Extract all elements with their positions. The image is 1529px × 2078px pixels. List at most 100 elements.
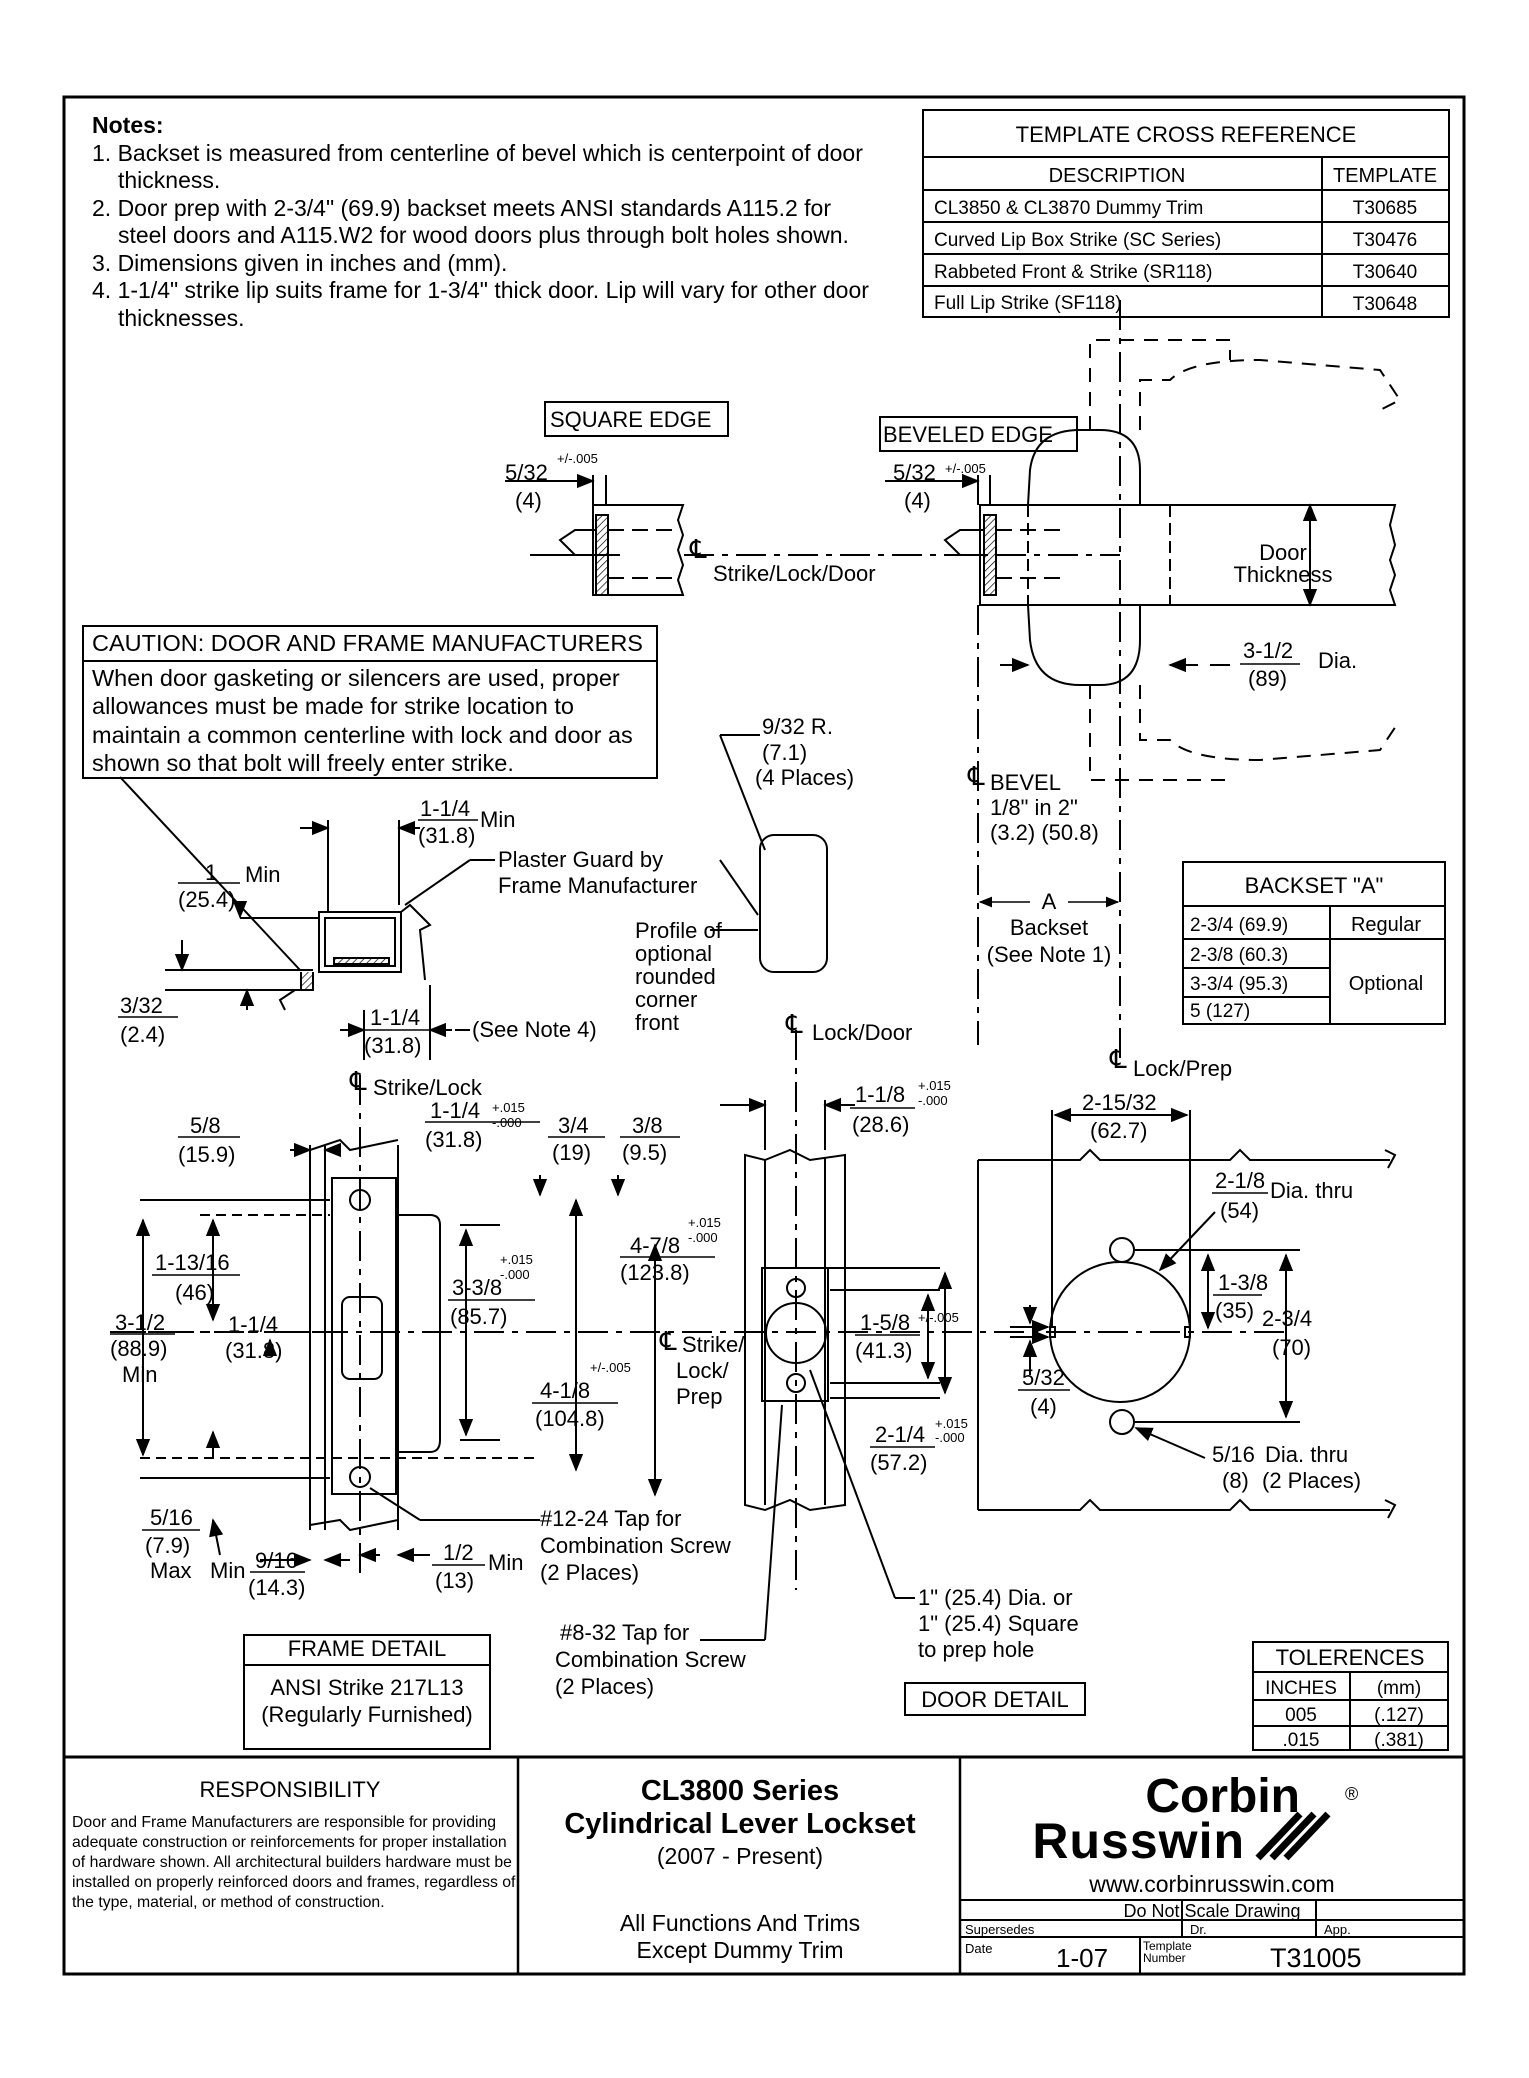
caution-box: CAUTION: DOOR AND FRAME MANUFACTURERS Wh… bbox=[82, 625, 658, 779]
backset-optional: Optional bbox=[1349, 973, 1424, 995]
fd-11316-mm: (46) bbox=[175, 1280, 214, 1305]
frame-detail-box bbox=[243, 1634, 491, 1750]
pd-516-mm: (8) bbox=[1222, 1468, 1249, 1493]
fd-418: 4-1/8 bbox=[540, 1378, 590, 1403]
title-grid bbox=[960, 1899, 1464, 1974]
sq-mm: (4) bbox=[515, 488, 542, 513]
no-scale: Do Not Scale Drawing bbox=[1123, 1901, 1300, 1921]
fd-114: 1-1/4 bbox=[420, 796, 470, 821]
tol-plus: +.015 bbox=[918, 1078, 951, 1093]
sheet-border bbox=[62, 95, 1466, 1976]
r932: 9/32 R. bbox=[762, 714, 833, 739]
note-3: 3. Dimensions given in inches and (mm). bbox=[92, 249, 508, 276]
fd-1-mm: (25.4) bbox=[178, 887, 235, 912]
fd-34: 3/4 bbox=[558, 1113, 589, 1138]
frame-detail-title: FRAME DETAIL bbox=[288, 1636, 447, 1661]
door-detail-box bbox=[904, 1682, 1086, 1716]
tol-plusminus: +/-.005 bbox=[590, 1360, 631, 1375]
fd-114b-mm: (31.8) bbox=[425, 1127, 482, 1152]
door-prep-face bbox=[977, 1107, 1397, 1519]
xref-row-desc: Rabbeted Front & Strike (SR118) bbox=[934, 262, 1212, 283]
r932-mm: (7.1) bbox=[762, 740, 807, 765]
tol-plus: +.015 bbox=[688, 1215, 721, 1230]
dd-158-mm: (41.3) bbox=[855, 1338, 912, 1363]
dd-214: 2-1/4 bbox=[875, 1422, 925, 1447]
bevel-ratio: 1/8" in 2" bbox=[990, 795, 1078, 820]
backset-row: 3-3/4 (95.3) bbox=[1190, 974, 1288, 995]
title-except: Except Dummy Trim bbox=[636, 1937, 844, 1963]
pd-138: 1-3/8 bbox=[1218, 1270, 1268, 1295]
prep-hole-1: 1" (25.4) Dia. or bbox=[918, 1585, 1073, 1610]
fd-lip-mm: (31.8) bbox=[364, 1033, 421, 1058]
cl-symbol-icon: ℄ bbox=[967, 761, 985, 791]
fd-12-min: Min bbox=[488, 1550, 523, 1575]
fd-516-mm: (7.9) bbox=[145, 1533, 190, 1558]
backset-row: 5 (127) bbox=[1190, 1001, 1250, 1022]
tol-plus: +.015 bbox=[935, 1416, 968, 1431]
pd-21532: 2-15/32 bbox=[1082, 1090, 1157, 1115]
template-number: T31005 bbox=[1270, 1943, 1362, 1973]
fd-11316: 1-13/16 bbox=[155, 1250, 230, 1275]
tol-row-mm: (.381) bbox=[1374, 1730, 1424, 1751]
r932-places: (4 Places) bbox=[755, 765, 854, 790]
pd-516: 5/16 bbox=[1212, 1442, 1255, 1467]
tol-plus: +.015 bbox=[492, 1100, 525, 1115]
template-xref-table bbox=[922, 109, 1450, 318]
fd-min: Min bbox=[480, 807, 515, 832]
lock-prep-label: Lock/Prep bbox=[1133, 1056, 1232, 1081]
see-note-4: (See Note 4) bbox=[472, 1017, 597, 1042]
fd-38: 3/8 bbox=[632, 1113, 663, 1138]
xref-title: TEMPLATE CROSS REFERENCE bbox=[1016, 122, 1357, 147]
fd-114-mm: (31.8) bbox=[418, 823, 475, 848]
cl-symbol-icon: ℄ bbox=[689, 534, 707, 564]
fd-478-mm: (123.8) bbox=[620, 1260, 690, 1285]
door-tap-1: #8-32 Tap for bbox=[560, 1620, 689, 1645]
pd-234-mm: (70) bbox=[1272, 1335, 1311, 1360]
tol-row-in: 005 bbox=[1285, 1705, 1317, 1726]
date-value: 1-07 bbox=[1056, 1943, 1108, 1973]
fd-312: 3-1/2 bbox=[115, 1310, 165, 1335]
pd-234: 2-3/4 bbox=[1262, 1306, 1312, 1331]
lock-door-label: Lock/Door bbox=[812, 1020, 912, 1045]
frame-detail-l1: ANSI Strike 217L13 bbox=[270, 1675, 463, 1700]
frame-tap-1: #12-24 Tap for bbox=[540, 1506, 681, 1531]
beveled-edge-label: BEVELED EDGE bbox=[883, 422, 1053, 447]
fd-478: 4-7/8 bbox=[630, 1233, 680, 1258]
sq-dim: 5/32 bbox=[505, 460, 548, 485]
pd-218-mm: (54) bbox=[1220, 1198, 1259, 1223]
fd-1-min: Min bbox=[245, 862, 280, 887]
backset-note: (See Note 1) bbox=[987, 942, 1112, 967]
fd-332: 3/32 bbox=[120, 993, 163, 1018]
responsibility-block: RESPONSIBILITY Door and Frame Manufactur… bbox=[64, 1757, 516, 1967]
fd-58: 5/8 bbox=[190, 1113, 221, 1138]
tolerances-table bbox=[1252, 1641, 1449, 1751]
fd-114c-mm: (31.8) bbox=[225, 1338, 282, 1363]
frame-tap-3: (2 Places) bbox=[540, 1560, 639, 1585]
backset-row: 2-3/4 (69.9) bbox=[1190, 915, 1288, 936]
responsibility-title: RESPONSIBILITY bbox=[199, 1777, 381, 1802]
profile-3: rounded bbox=[635, 964, 716, 989]
pd-138-mm: (35) bbox=[1215, 1298, 1254, 1323]
profile-2: optional bbox=[635, 941, 712, 966]
fd-lip: 1-1/4 bbox=[370, 1005, 420, 1030]
pd-532-mm: (4) bbox=[1030, 1394, 1057, 1419]
template-number-label-1: Template bbox=[1143, 1939, 1192, 1953]
title-functions: All Functions And Trims bbox=[619, 1910, 861, 1936]
title-block: CL3800 Series Cylindrical Lever Lockset … bbox=[520, 1757, 960, 1967]
pd-218: 2-1/8 bbox=[1215, 1168, 1265, 1193]
pd-532: 5/32 bbox=[1022, 1365, 1065, 1390]
backset-regular: Regular bbox=[1351, 914, 1421, 936]
xref-row-desc: Full Lip Strike (SF118) bbox=[934, 293, 1122, 314]
caution-body: When door gasketing or silencers are use… bbox=[92, 664, 633, 777]
fd-1: 1 bbox=[205, 860, 217, 885]
dd-118: 1-1/8 bbox=[855, 1082, 905, 1107]
xref-col-template: TEMPLATE bbox=[1333, 165, 1437, 187]
pd-516-dia: Dia. thru bbox=[1265, 1442, 1348, 1467]
backset-table-title: BACKSET "A" bbox=[1245, 873, 1384, 898]
prep-hole-2: 1" (25.4) Square bbox=[918, 1611, 1079, 1636]
fd-418-mm: (104.8) bbox=[535, 1406, 605, 1431]
logo-russwin: Russwin bbox=[1032, 1813, 1245, 1869]
frame-strike-elevation bbox=[120, 1138, 663, 1568]
app-label: App. bbox=[1324, 1922, 1351, 1937]
